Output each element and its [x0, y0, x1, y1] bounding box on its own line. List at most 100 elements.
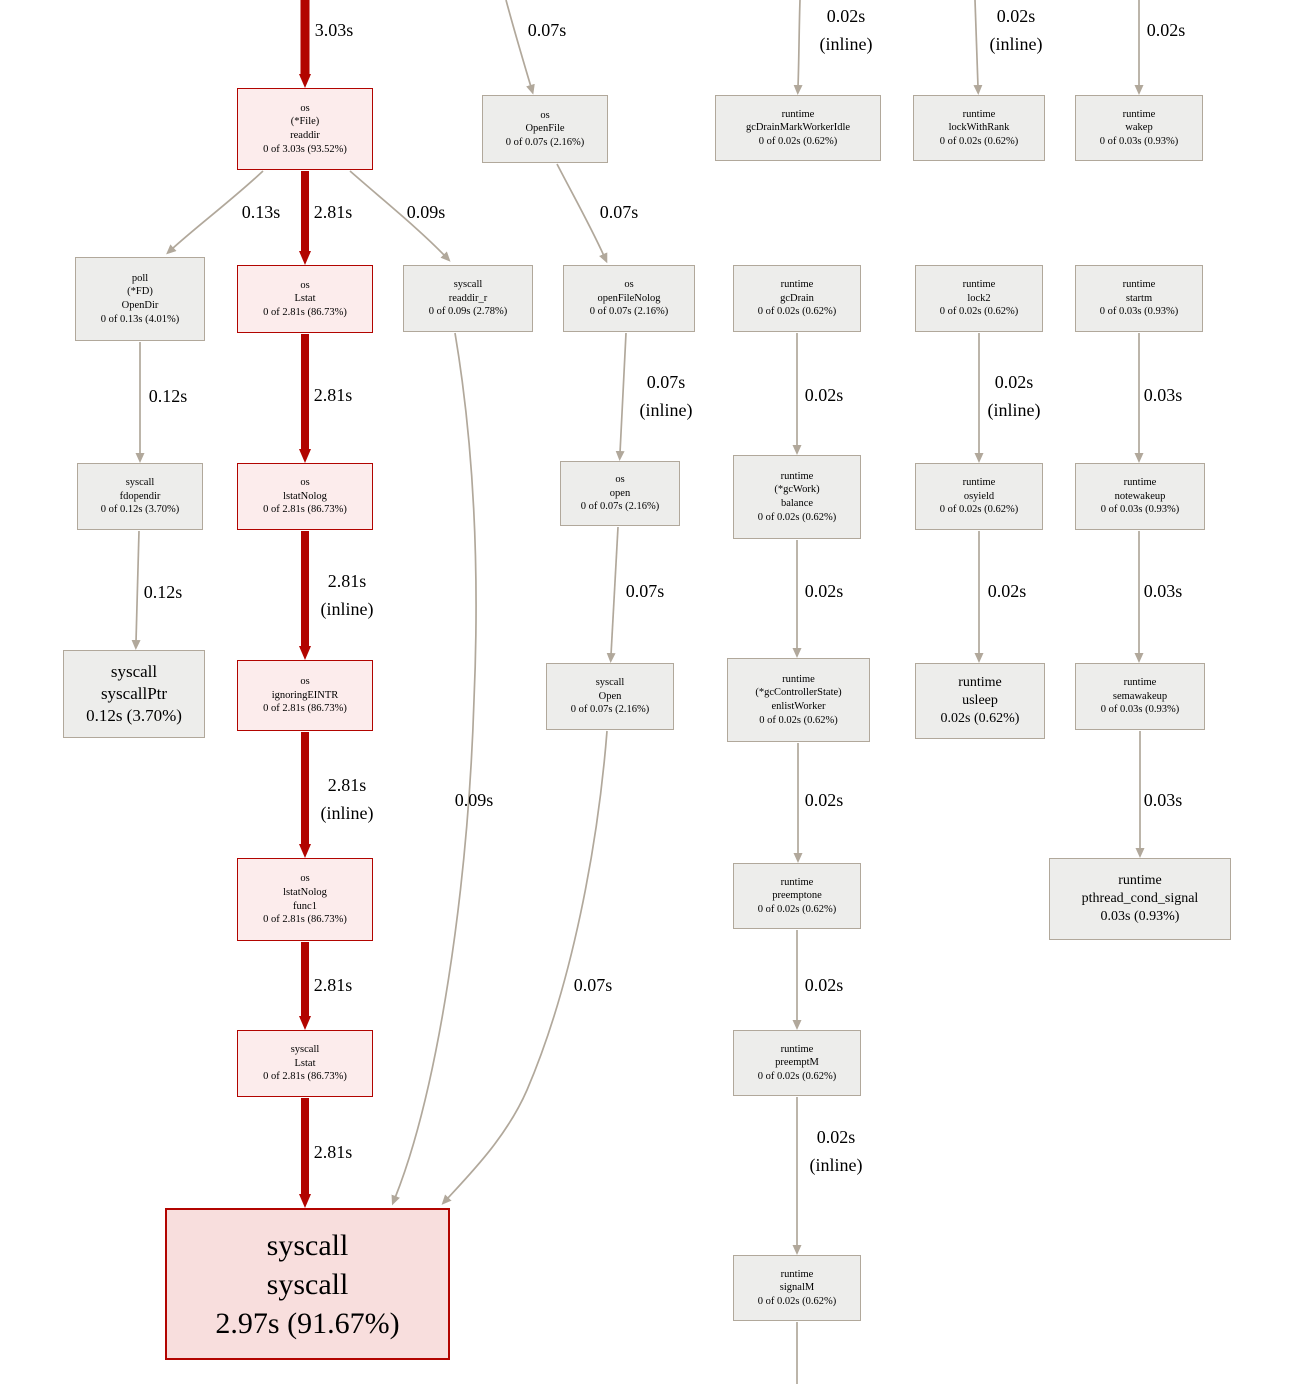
- edge-label: 0.02s (inline): [989, 6, 1043, 54]
- node-line: syscall: [595, 677, 625, 689]
- node-line: 0 of 3.03s (93.52%): [263, 143, 347, 155]
- node-line: runtime: [780, 279, 814, 291]
- node-line: 0 of 2.81s (86.73%): [263, 703, 347, 715]
- node-line: runtime: [1122, 108, 1156, 120]
- node-line: runtime: [780, 1268, 814, 1280]
- node-line: gcDrainMarkWorkerIdle: [745, 122, 851, 134]
- node-line: 2.97s (91.67%): [215, 1306, 400, 1340]
- edge-label: 0.02s: [804, 975, 844, 996]
- node-line: 0 of 0.07s (2.16%): [505, 136, 585, 148]
- node-line: os: [540, 109, 550, 121]
- node-line: os: [300, 477, 310, 489]
- edge-label: 0.02s (inline): [987, 372, 1041, 420]
- node-line: OpenDir: [121, 300, 159, 311]
- node-line: os: [300, 279, 310, 291]
- node-line: 0 of 0.09s (2.78%): [428, 306, 508, 318]
- node-line: syscall: [290, 1044, 320, 1056]
- node-line: openFileNolog: [597, 292, 661, 304]
- node-line: syscallPtr: [100, 683, 168, 703]
- node-line: 0 of 0.13s (4.01%): [100, 313, 180, 325]
- node-line: runtime: [1123, 677, 1157, 689]
- node-line: gcDrain: [780, 292, 814, 304]
- node-line: 0 of 0.02s (0.62%): [757, 1295, 837, 1307]
- node-line: readdir: [290, 130, 320, 141]
- node-line: poll: [131, 272, 149, 284]
- node-line: syscall: [266, 1228, 349, 1262]
- node-line: notewakeup: [1114, 490, 1166, 502]
- node-line: pthread_cond_signal: [1081, 890, 1199, 906]
- node-line: 0 of 0.02s (0.62%): [939, 306, 1019, 318]
- edge-syscallopen-syscall: [441, 730, 608, 1205]
- node-line: (*File): [290, 116, 320, 128]
- edge-label: 0.12s: [148, 386, 188, 407]
- edge-in-gcdrainmarkworkeridle: [793, 0, 803, 95]
- node-line: 0 of 2.81s (86.73%): [263, 1071, 347, 1083]
- node-line: Lstat: [294, 293, 316, 305]
- node-line: runtime: [1122, 279, 1156, 291]
- node-runtime-usleep[interactable]: runtime usleep 0.02s (0.62%): [915, 663, 1045, 739]
- edge-readdir-readdir_r: [349, 170, 451, 262]
- node-line: 0 of 0.02s (0.62%): [758, 135, 838, 147]
- node-line: signalM: [779, 1282, 815, 1294]
- node-line: 0.12s (3.70%): [86, 706, 182, 726]
- node-line: usleep: [962, 692, 998, 708]
- node-line: syscall: [453, 279, 483, 291]
- node-line: runtime: [780, 470, 814, 482]
- edge-label: 0.02s: [804, 581, 844, 602]
- node-line: runtime: [780, 876, 814, 888]
- node-line: runtime: [958, 674, 1002, 690]
- edge-open-syscallopen: [606, 526, 619, 663]
- node-line: fdopendir: [119, 490, 161, 502]
- edge-label: 0.07s: [599, 202, 639, 223]
- edge-label: 0.02s: [804, 385, 844, 406]
- node-line: lockWithRank: [948, 122, 1010, 134]
- edge-label: 0.02s: [804, 790, 844, 811]
- node-line: func1: [293, 900, 317, 912]
- node-line: preemptM: [775, 1057, 819, 1069]
- node-line: OpenFile: [525, 123, 565, 135]
- edge-readdir-opendir: [166, 170, 264, 255]
- node-line: 0.02s (0.62%): [940, 711, 1020, 727]
- edge-label: 0.09s: [406, 202, 446, 223]
- edge-label: 2.81s: [313, 1142, 353, 1163]
- edge-label: 0.02s (inline): [809, 1127, 863, 1175]
- node-line: (*gcWork): [774, 484, 820, 496]
- node-line: balance: [780, 498, 814, 509]
- node-line: 0 of 0.07s (2.16%): [570, 704, 650, 716]
- node-line: osyield: [963, 490, 995, 502]
- edge-openfilenolog-open: [615, 332, 627, 461]
- node-line: readdir_r: [448, 292, 488, 304]
